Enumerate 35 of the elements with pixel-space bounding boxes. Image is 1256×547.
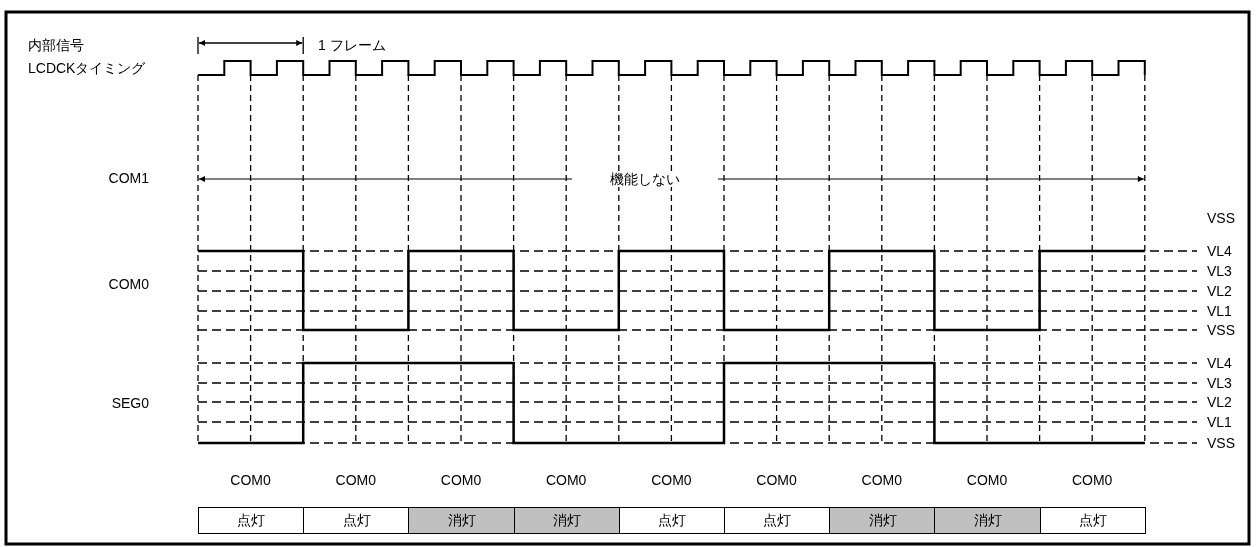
column-label: COM0 [440,472,482,488]
level-label: VL3 [1207,263,1232,279]
level-label: VSS [1207,322,1235,338]
column-label: COM0 [651,472,692,488]
column-label: COM0 [1071,472,1113,488]
signal-label: COM1 [108,170,149,186]
status-cell: 点灯 [1039,507,1147,534]
level-label: VL3 [1207,375,1232,391]
status-cell: 消灯 [829,507,936,534]
column-label: COM0 [335,472,376,488]
status-cell: 点灯 [198,507,305,534]
status-cell: 点灯 [618,507,726,534]
column-label: COM0 [861,472,902,488]
status-cell: 消灯 [513,507,621,534]
level-label: VL2 [1207,394,1232,410]
signal-label: LCDCKタイミング [28,60,146,76]
column-label: COM0 [545,472,587,488]
signal-label: 内部信号 [28,37,84,53]
signal-label: SEG0 [111,395,149,411]
level-label: VL2 [1207,283,1232,299]
status-cell: 点灯 [303,507,410,534]
level-label: VL1 [1207,414,1232,430]
signal-label: COM0 [108,276,149,292]
level-label: VL1 [1207,303,1232,319]
status-cell: 消灯 [408,507,516,534]
level-label: VL4 [1207,355,1232,371]
column-label: COM0 [230,472,271,488]
status-cell: 消灯 [934,507,1042,534]
column-label: COM0 [756,472,797,488]
level-label: VL4 [1207,243,1232,259]
level-label: VSS [1207,435,1235,451]
status-cell: 点灯 [724,507,831,534]
column-label: COM0 [966,472,1008,488]
level-label: VSS [1207,210,1235,226]
dimension-label: 1 フレーム [318,37,386,53]
